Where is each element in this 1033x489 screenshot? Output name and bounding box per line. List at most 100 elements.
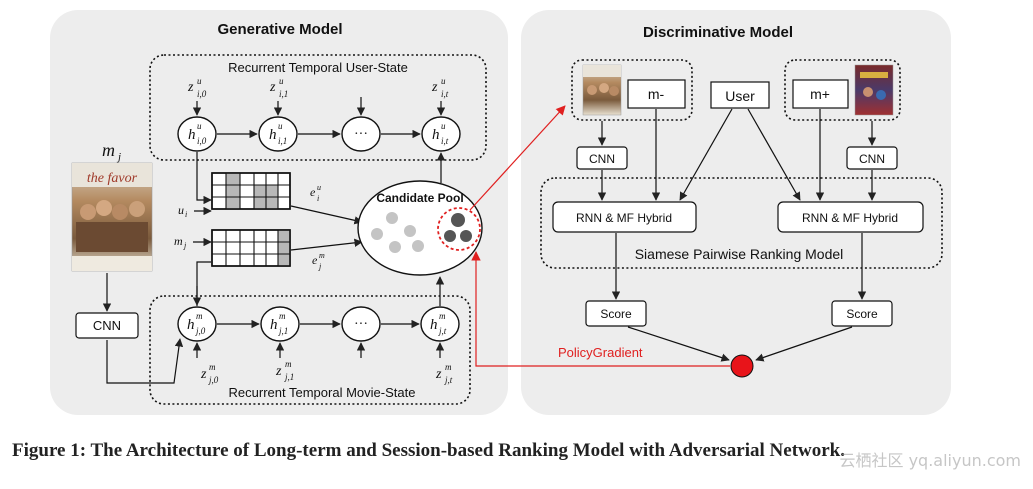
svg-text:m: m — [279, 311, 286, 321]
movie-input-label: z m j,0 — [200, 362, 219, 385]
e-m-label: e — [312, 253, 318, 267]
movie-state-title: Recurrent Temporal Movie-State — [229, 385, 416, 400]
user-state-node: h u i,1 — [258, 116, 298, 152]
user-input-label: z u i,t — [431, 76, 449, 99]
user-state-title: Recurrent Temporal User-State — [228, 60, 408, 75]
score-right-label: Score — [846, 307, 878, 321]
user-label: User — [725, 88, 755, 104]
movie-input-label: z m j,t — [435, 362, 453, 385]
user-node-ellipsis: ··· — [354, 127, 368, 142]
hybrid-left-label: RNN & MF Hybrid — [576, 211, 672, 225]
hybrid-right-label: RNN & MF Hybrid — [802, 211, 898, 225]
svg-text:m: m — [285, 359, 292, 369]
siamese-box — [540, 177, 943, 269]
m-plus-label: m+ — [810, 86, 830, 102]
svg-text:m: m — [209, 362, 216, 372]
score-box-left — [585, 300, 647, 327]
arrow — [747, 108, 801, 201]
e-u-sup: u — [317, 183, 321, 192]
arrow — [679, 108, 733, 201]
svg-text:h: h — [187, 317, 195, 333]
e-u-label: e — [310, 185, 316, 199]
svg-text:···: ··· — [354, 317, 368, 332]
movie-state-node: h m j,0 — [177, 306, 217, 342]
m-minus-label: m- — [648, 86, 665, 102]
u-sub: i — [185, 210, 187, 219]
user-box — [710, 81, 770, 109]
user-input-label: z u i,0 — [187, 76, 207, 99]
arrow — [469, 105, 566, 211]
svg-text:m: m — [445, 362, 452, 372]
movie-label-sub: j — [116, 151, 121, 163]
svg-text:h: h — [270, 317, 278, 333]
e-u-sub: i — [317, 194, 319, 203]
user-embedding-matrix — [211, 172, 291, 210]
user-state-node: h u i,0 — [177, 116, 217, 152]
u-label: u — [178, 203, 184, 217]
m-minus-group — [571, 59, 693, 121]
cnn-right-label: CNN — [859, 152, 885, 166]
user-node-0-sub: i,0 — [197, 136, 207, 146]
movie-state-node: ··· — [341, 306, 381, 342]
user-node-t-sub: i,t — [441, 136, 449, 146]
svg-text:z: z — [269, 80, 276, 95]
score-left-label: Score — [600, 307, 632, 321]
user-node-1-sup: u — [278, 121, 283, 131]
user-node-1-label: h — [269, 127, 277, 143]
generative-panel — [50, 10, 508, 415]
svg-text:z: z — [275, 364, 282, 379]
user-node-t-sup: u — [441, 121, 446, 131]
movie-state-node: h m j,1 — [260, 306, 300, 342]
user-state-node: h u i,t — [421, 116, 461, 152]
figure-caption: Figure 1: The Architecture of Long-term … — [12, 440, 846, 461]
m-plus-group — [784, 59, 901, 121]
arrow — [290, 205, 363, 225]
svg-text:z: z — [187, 80, 194, 95]
e-m-sub: j — [318, 262, 322, 271]
discriminative-title: Discriminative Model — [643, 24, 793, 41]
movie-state-node: h m j,t — [420, 306, 460, 342]
svg-text:z: z — [435, 367, 442, 382]
svg-text:j,0: j,0 — [195, 326, 206, 336]
movie-embedding-matrix — [211, 229, 291, 267]
svg-text:i,1: i,1 — [279, 89, 288, 99]
svg-text:the favor: the favor — [87, 171, 138, 186]
user-node-0-label: h — [188, 127, 196, 143]
user-node-0-sup: u — [197, 121, 202, 131]
svg-text:j,1: j,1 — [278, 326, 288, 336]
policy-gradient-label: PolicyGradient — [558, 345, 643, 360]
svg-text:u: u — [197, 76, 202, 86]
user-state-node: ··· — [341, 116, 381, 152]
svg-text:m: m — [196, 311, 203, 321]
policy-node — [730, 354, 754, 378]
m-plus-poster-image — [854, 64, 894, 116]
svg-text:j,t: j,t — [438, 326, 447, 336]
generative-title: Generative Model — [217, 21, 342, 38]
user-input-label: z u i,1 — [269, 76, 288, 99]
m-minus-box — [627, 79, 686, 109]
arrow — [627, 326, 730, 362]
svg-text:j,0: j,0 — [208, 375, 219, 385]
svg-text:j,t: j,t — [444, 375, 453, 385]
m-sub: j — [183, 241, 187, 250]
arrow — [196, 152, 212, 205]
e-m-sup: m — [319, 251, 325, 260]
movie-poster-image: the favor — [71, 162, 153, 272]
arrow — [755, 326, 853, 362]
m-label: m — [174, 234, 183, 248]
m-plus-box — [792, 79, 849, 109]
movie-state-box — [149, 295, 471, 405]
siamese-label: Siamese Pairwise Ranking Model — [635, 246, 844, 262]
user-node-1-sub: i,1 — [278, 136, 287, 146]
svg-text:m: m — [439, 311, 446, 321]
svg-text:j,1: j,1 — [284, 372, 294, 382]
svg-text:z: z — [431, 80, 438, 95]
watermark: 云栖社区 yq.aliyun.com — [839, 451, 1021, 470]
m-minus-poster-image — [582, 64, 622, 116]
user-state-box — [149, 54, 487, 161]
cnn-box-left — [576, 146, 628, 170]
hybrid-box-right — [777, 201, 924, 233]
movie-label: m — [102, 140, 115, 160]
hybrid-box-left — [552, 201, 697, 233]
